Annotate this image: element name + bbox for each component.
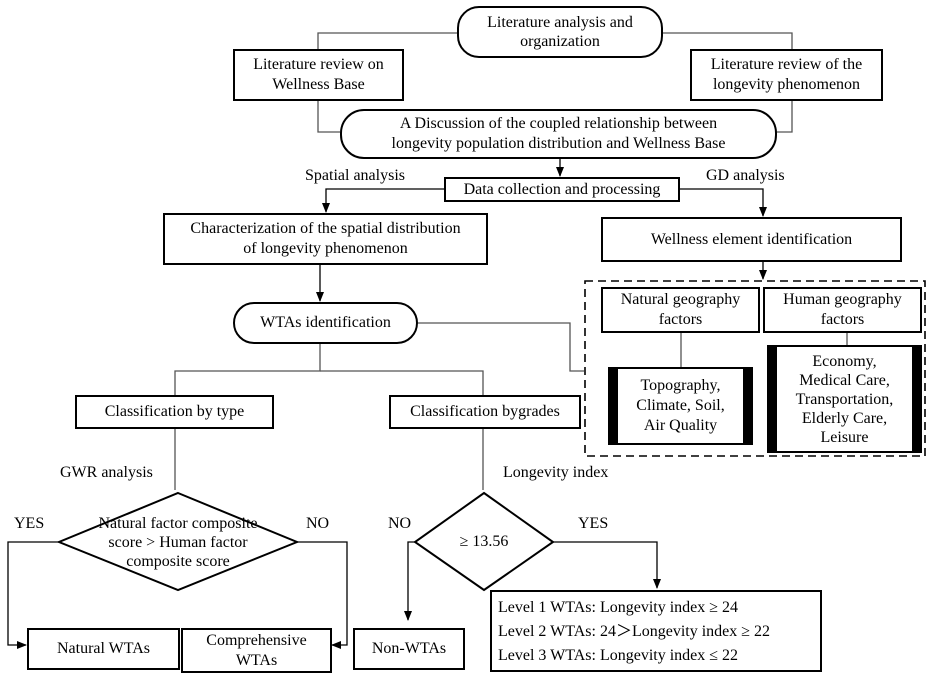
human-factors-list: Economy, Medical Care, Transportation, E… <box>767 345 922 453</box>
decision-type-line-1: Natural factor composite <box>98 515 258 532</box>
arrow-to-wellness <box>680 188 767 217</box>
data-collection-node: Data collection and processing <box>444 177 680 202</box>
decision-grade-diamond <box>413 491 555 592</box>
level-1-line: Level 1 WTAs: Longevity index ≥ 24 <box>498 599 739 616</box>
no-label-left: NO <box>306 515 330 532</box>
decision-type-diamond <box>56 491 300 592</box>
arrow-yes-levels <box>553 541 661 589</box>
wellness-identification-text: Wellness element identification <box>650 230 853 248</box>
discussion-node: A Discussion of the coupled relationship… <box>340 109 777 159</box>
comprehensive-wtas-line-1: Comprehensive <box>206 631 307 649</box>
yes-label-left: YES <box>14 515 45 532</box>
level-2-line: Level 2 WTAs: 24＞Longevity index ≥ 22 <box>498 623 771 640</box>
literature-analysis-node: Literature analysis and organization <box>457 6 663 58</box>
natural-factors-line-1: Natural geography <box>620 291 741 308</box>
human-list-item-2: Medical Care, <box>799 371 890 389</box>
human-list-item-4: Elderly Care, <box>801 409 888 427</box>
natural-factors-node: Natural geography factors <box>601 287 760 333</box>
review-longevity-line-2: longevity phenomenon <box>712 76 861 93</box>
human-factors-line-2: factors <box>820 311 865 328</box>
arrow-no-comprehensive <box>297 541 348 649</box>
review-longevity-line-1: Literature review of the <box>710 56 863 73</box>
natural-factors-line-2: factors <box>658 311 703 328</box>
comprehensive-wtas-line-2: WTAs <box>235 651 278 669</box>
review-wellness-line-2: Wellness Base <box>272 76 365 93</box>
non-wtas-text: Non-WTAs <box>371 640 447 657</box>
levels-node: Level 1 WTAs: Longevity index ≥ 24 Level… <box>490 590 822 672</box>
wellness-identification-node: Wellness element identification <box>601 217 902 262</box>
connector-wtas-split-right <box>320 370 484 395</box>
connector-factors-to-wtas <box>418 322 584 372</box>
characterization-line-1: Characterization of the spatial distribu… <box>190 220 461 237</box>
human-list-item-1: Economy, <box>812 352 877 370</box>
factors-dashed-group <box>584 280 926 457</box>
classification-type-text: Classification by type <box>104 403 245 420</box>
decision-grade-text: ≥ 13.56 <box>459 533 509 550</box>
arrow-to-characterization <box>322 188 444 213</box>
connector-right-down <box>776 100 793 133</box>
natural-factors-list: Topography, Climate, Soil, Air Quality <box>608 367 753 445</box>
arrow-yes-natural <box>7 541 59 649</box>
human-list-item-5: Leisure <box>820 428 869 446</box>
review-longevity-node: Literature review of the longevity pheno… <box>690 49 883 101</box>
wtas-identification-text: WTAs identification <box>260 314 391 331</box>
decision-type-line-2: score > Human factor <box>108 534 248 551</box>
non-wtas-node: Non-WTAs <box>353 628 465 670</box>
discussion-line-1: A Discussion of the coupled relationship… <box>399 115 718 132</box>
decision-type-text: Natural factor composite score > Human f… <box>78 514 278 571</box>
classification-grades-text: Classification bygrades <box>410 403 560 420</box>
natural-wtas-node: Natural WTAs <box>27 628 180 670</box>
literature-analysis-line-1: Literature analysis and <box>487 14 633 31</box>
literature-analysis-line-2: organization <box>520 33 600 50</box>
decision-type-line-3: composite score <box>126 553 230 570</box>
connector-top-right <box>663 32 793 49</box>
connector-left-down <box>317 100 340 133</box>
connector-wtas-split <box>174 343 321 395</box>
level-3-line: Level 3 WTAs: Longevity index ≤ 22 <box>498 647 739 664</box>
wtas-identification-node: WTAs identification <box>233 302 418 344</box>
data-collection-text: Data collection and processing <box>463 180 661 198</box>
spatial-analysis-label: Spatial analysis <box>305 167 405 184</box>
characterization-line-2: of longevity phenomenon <box>243 240 408 257</box>
review-wellness-line-1: Literature review on <box>253 56 384 73</box>
classification-type-node: Classification by type <box>75 395 274 429</box>
natural-list-item-3: Air Quality <box>643 417 718 434</box>
arrow-no-nonwtas <box>404 541 415 621</box>
natural-list-item-2: Climate, Soil, <box>636 397 725 414</box>
gwr-analysis-label: GWR analysis <box>60 464 153 481</box>
longevity-index-label: Longevity index <box>503 464 609 481</box>
classification-grades-node: Classification bygrades <box>389 395 581 429</box>
comprehensive-wtas-node: Comprehensive WTAs <box>181 628 332 673</box>
gd-analysis-label: GD analysis <box>706 167 785 184</box>
no-label-right: NO <box>388 515 412 532</box>
discussion-line-2: longevity population distribution and We… <box>391 135 726 152</box>
human-list-item-3: Transportation, <box>795 390 894 408</box>
review-wellness-node: Literature review on Wellness Base <box>233 49 404 101</box>
characterization-node: Characterization of the spatial distribu… <box>163 213 488 265</box>
human-factors-line-1: Human geography <box>783 291 902 308</box>
connector-top-left <box>317 32 457 49</box>
yes-label-right: YES <box>578 515 609 532</box>
natural-list-item-1: Topography, <box>640 377 721 394</box>
natural-wtas-text: Natural WTAs <box>56 640 151 657</box>
human-factors-node: Human geography factors <box>763 287 922 333</box>
